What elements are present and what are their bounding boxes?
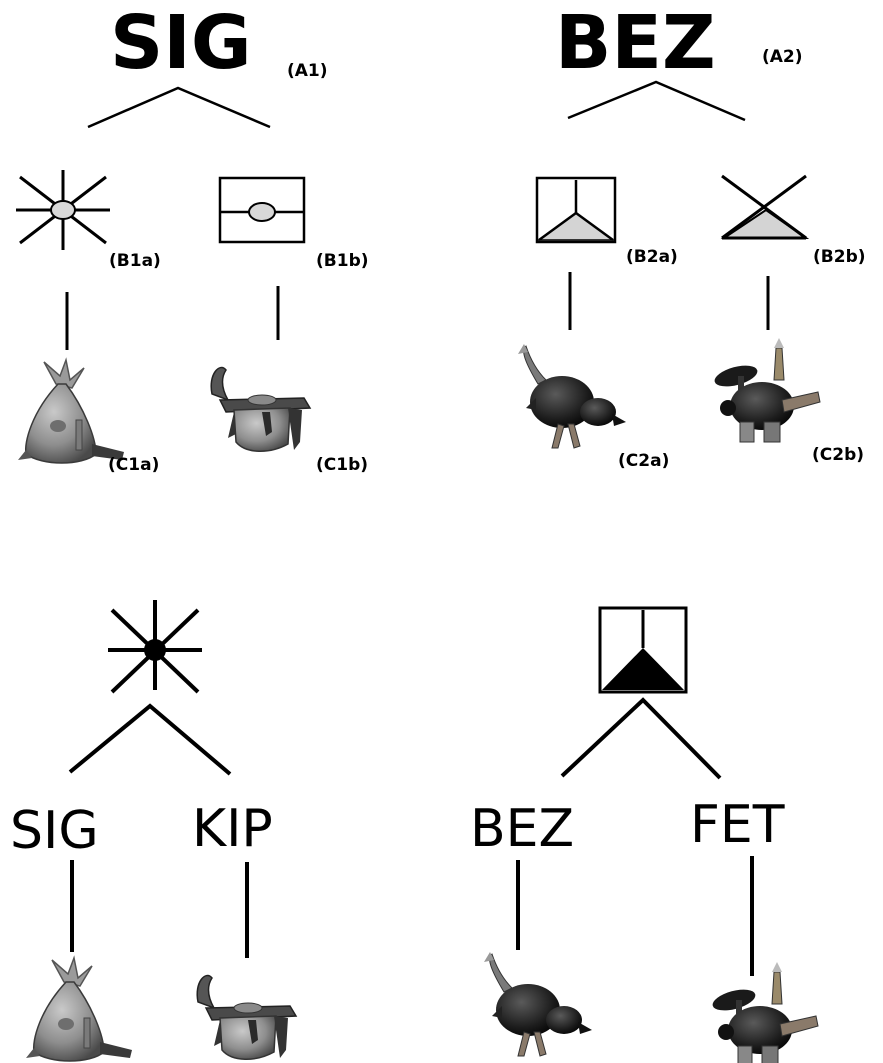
word-bez: BEZ [470,799,574,859]
root-word-sig: SIG [110,0,252,86]
label-c1b: (C1b) [316,455,368,475]
kettle-object [210,366,311,453]
bottom-left-tree: SIG KIP [10,600,297,1062]
root-tag-a2: (A2) [762,47,803,67]
box-oval-symbol [218,176,306,244]
top-left-tree: SIG (A1) (B1a) (B1b) (C1a) (C1b) [16,0,369,475]
top-right-tree: BEZ (A2) (B2a) (B2b) (C2a) (C2b) [517,0,866,471]
kettle-object [196,974,297,1061]
word-fet: FET [690,795,785,855]
branch-lines [68,703,232,776]
word-sig: SIG [10,801,99,861]
cone-object [25,957,133,1062]
cone-object [17,359,125,464]
branch-lines [87,86,271,129]
root-word-bez: BEZ [555,0,716,86]
box-triangle-symbol [535,176,617,244]
root-tag-a1: (A1) [287,61,328,81]
label-b1a: (B1a) [109,251,161,271]
label-b1b: (B1b) [316,251,369,271]
star-filled-symbol [108,600,202,694]
label-c2b: (C2b) [812,445,864,465]
branch-lines [560,697,722,780]
label-b2b: (B2b) [813,247,866,267]
dark-creature-object [517,343,627,449]
dark-creature-object [483,951,593,1057]
bottom-right-tree: BEZ FET [470,606,819,1063]
label-c1a: (C1a) [108,455,159,475]
box-filled-triangle-symbol [598,606,688,694]
dark-hat-creature-object [709,961,819,1063]
star-oval-symbol [16,170,110,250]
label-c2a: (C2a) [618,451,669,471]
branch-lines [567,80,746,122]
word-kip: KIP [192,799,273,859]
cross-triangle-symbol [720,174,810,240]
label-b2a: (B2a) [626,247,678,267]
dark-hat-creature-object [711,337,821,443]
